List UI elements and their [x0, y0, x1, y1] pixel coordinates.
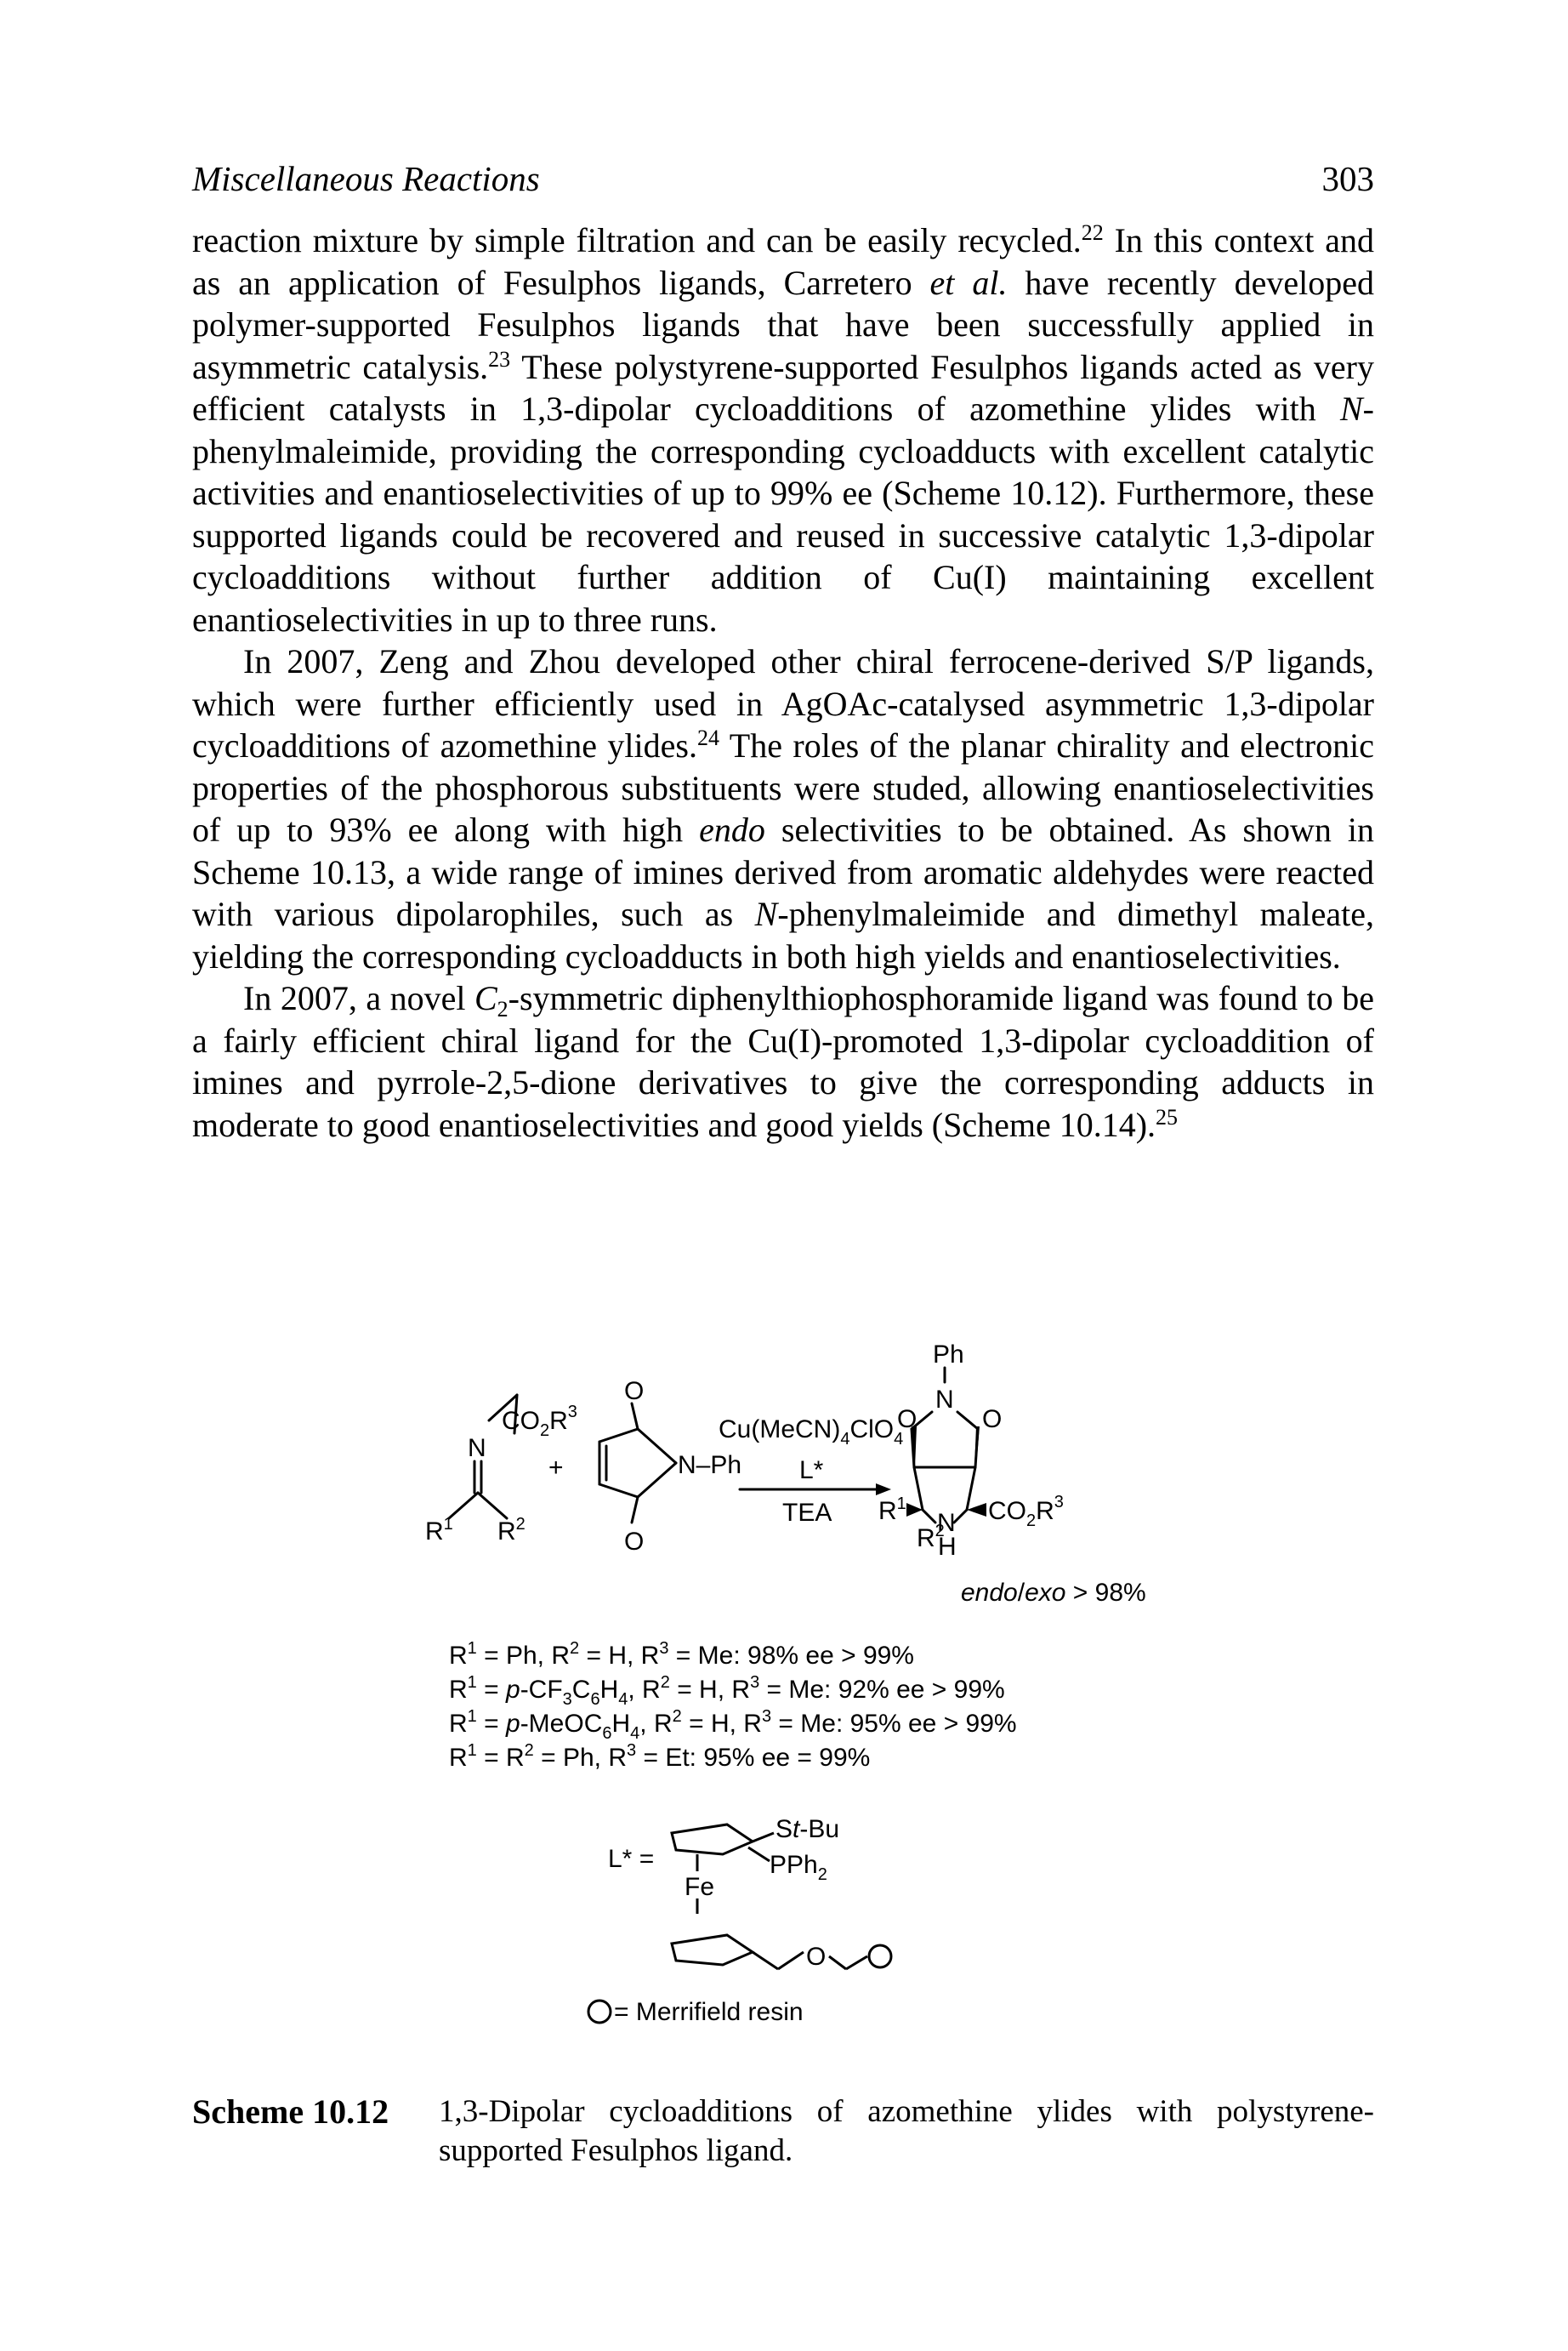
- paragraph-3: In 2007, a novel C2-symmetric diphenylth…: [192, 979, 1374, 1144]
- reaction-arrowhead: [876, 1483, 891, 1495]
- product-o-right-label: O: [982, 1405, 1002, 1433]
- product-pyrrolidine-right: [965, 1466, 977, 1511]
- lower-cyclopentadienyl: [670, 1933, 756, 1967]
- endo-exo-selectivity: endo/exo > 98%: [961, 1579, 1146, 1607]
- product-pyrrolidine-n-left: [921, 1508, 937, 1524]
- plus-sign: +: [548, 1454, 564, 1482]
- product-ph-label: Ph: [933, 1341, 964, 1369]
- product-ester-label: CO2R3: [988, 1493, 1064, 1530]
- product-r1-label: R1: [878, 1494, 906, 1525]
- linker-1: [752, 1950, 779, 1971]
- citation-22: 22: [1081, 220, 1104, 245]
- resin-circle: [867, 1944, 893, 1969]
- product-ring-top-left: [910, 1410, 934, 1431]
- linker-4: [845, 1955, 868, 1971]
- maleimide-co-bottom: [630, 1495, 639, 1524]
- product-wedge-right: [974, 1426, 980, 1467]
- maleimide-c-n-top: [636, 1427, 678, 1465]
- citation-23: 23: [488, 346, 511, 372]
- running-title: Miscellaneous Reactions: [192, 159, 540, 198]
- product-ring-top-right: [956, 1410, 980, 1431]
- imine-r2-label: R2: [497, 1515, 526, 1546]
- ether-o-label: O: [806, 1943, 826, 1971]
- body-text: reaction mixture by simple filtration an…: [192, 219, 1374, 1146]
- resin-legend: = Merrifield resin: [614, 1998, 804, 2026]
- product-r1-wedge: [906, 1503, 923, 1517]
- maleimide-nph-label: N–Ph: [678, 1451, 741, 1479]
- product-nh-h-label: H: [938, 1533, 957, 1561]
- maleimide-ring-3: [598, 1483, 639, 1499]
- imine-r2-bond: [476, 1491, 508, 1520]
- ferrocene-ligand: [587, 1823, 893, 2024]
- paragraph-2: In 2007, Zeng and Zhou developed other c…: [192, 642, 1374, 976]
- imine-ch2-bond: [487, 1393, 519, 1422]
- p-bond: [747, 1846, 770, 1863]
- maleimide-n-c-bottom: [636, 1461, 678, 1499]
- result-row-4: R1 = R2 = Ph, R3 = Et: 95% ee = 99%: [449, 1741, 870, 1772]
- caption-label: Scheme 10.12: [192, 2092, 389, 2131]
- pph2-label: PPh2: [770, 1851, 827, 1884]
- result-row-1: R1 = Ph, R2 = H, R3 = Me: 98% ee > 99%: [449, 1639, 914, 1670]
- imine-r1-bond: [447, 1491, 480, 1520]
- ligand-condition-label: L*: [799, 1456, 824, 1484]
- base-condition-label: TEA: [782, 1499, 832, 1527]
- paragraph-1: reaction mixture by simple filtration an…: [192, 220, 1374, 639]
- product-n-label: N: [935, 1386, 954, 1414]
- result-row-3: R1 = p-MeOC6H4, R2 = H, R3 = Me: 95% ee …: [449, 1707, 1017, 1743]
- maleimide-co-top: [630, 1402, 639, 1431]
- caption-text: 1,3-Dipolar cycloadditions of azomethine…: [439, 2094, 1374, 2168]
- linker-2: [777, 1950, 804, 1971]
- result-row-2: R1 = p-CF3C6H4, R2 = H, R3 = Me: 92% ee …: [449, 1673, 1005, 1709]
- maleimide-o-bottom-label: O: [624, 1528, 644, 1556]
- imine-ester-label: CO2R3: [502, 1403, 577, 1440]
- upper-cyclopentadienyl: [670, 1823, 756, 1856]
- maleimide-ring-1: [598, 1427, 639, 1443]
- ligand-label: L* =: [608, 1845, 654, 1873]
- reagent-label: Cu(MeCN)4ClO4: [719, 1415, 903, 1449]
- product-o-left-label: O: [897, 1405, 917, 1433]
- s-bond: [752, 1831, 775, 1843]
- fe-label: Fe: [685, 1873, 714, 1901]
- linker-3: [828, 1955, 847, 1971]
- maleimide-o-top-label: O: [624, 1377, 644, 1405]
- resin-legend-circle: [587, 1999, 612, 2024]
- product-ester-wedge: [967, 1503, 986, 1517]
- product-wedge-left: [912, 1426, 917, 1467]
- imine-ester-bond: [513, 1393, 519, 1435]
- imine-n-label: N: [468, 1434, 486, 1462]
- st-bu-label: St-Bu: [775, 1815, 839, 1843]
- product-pyrrolidine-n-right: [952, 1508, 969, 1524]
- citation-25: 25: [1156, 1104, 1179, 1130]
- page-number: 303: [1321, 159, 1375, 198]
- product-pyrrolidine-left: [912, 1466, 924, 1511]
- imine-r1-label: R1: [425, 1515, 453, 1546]
- citation-24: 24: [696, 726, 719, 750]
- product-r2-label: R2: [917, 1522, 945, 1552]
- scheme-10-12-figure: CO2R3 N R1 R2 + O O N–Ph Cu(MeCN)4ClO4 L…: [425, 1341, 1146, 2026]
- product-nh-n-label: N: [937, 1509, 956, 1537]
